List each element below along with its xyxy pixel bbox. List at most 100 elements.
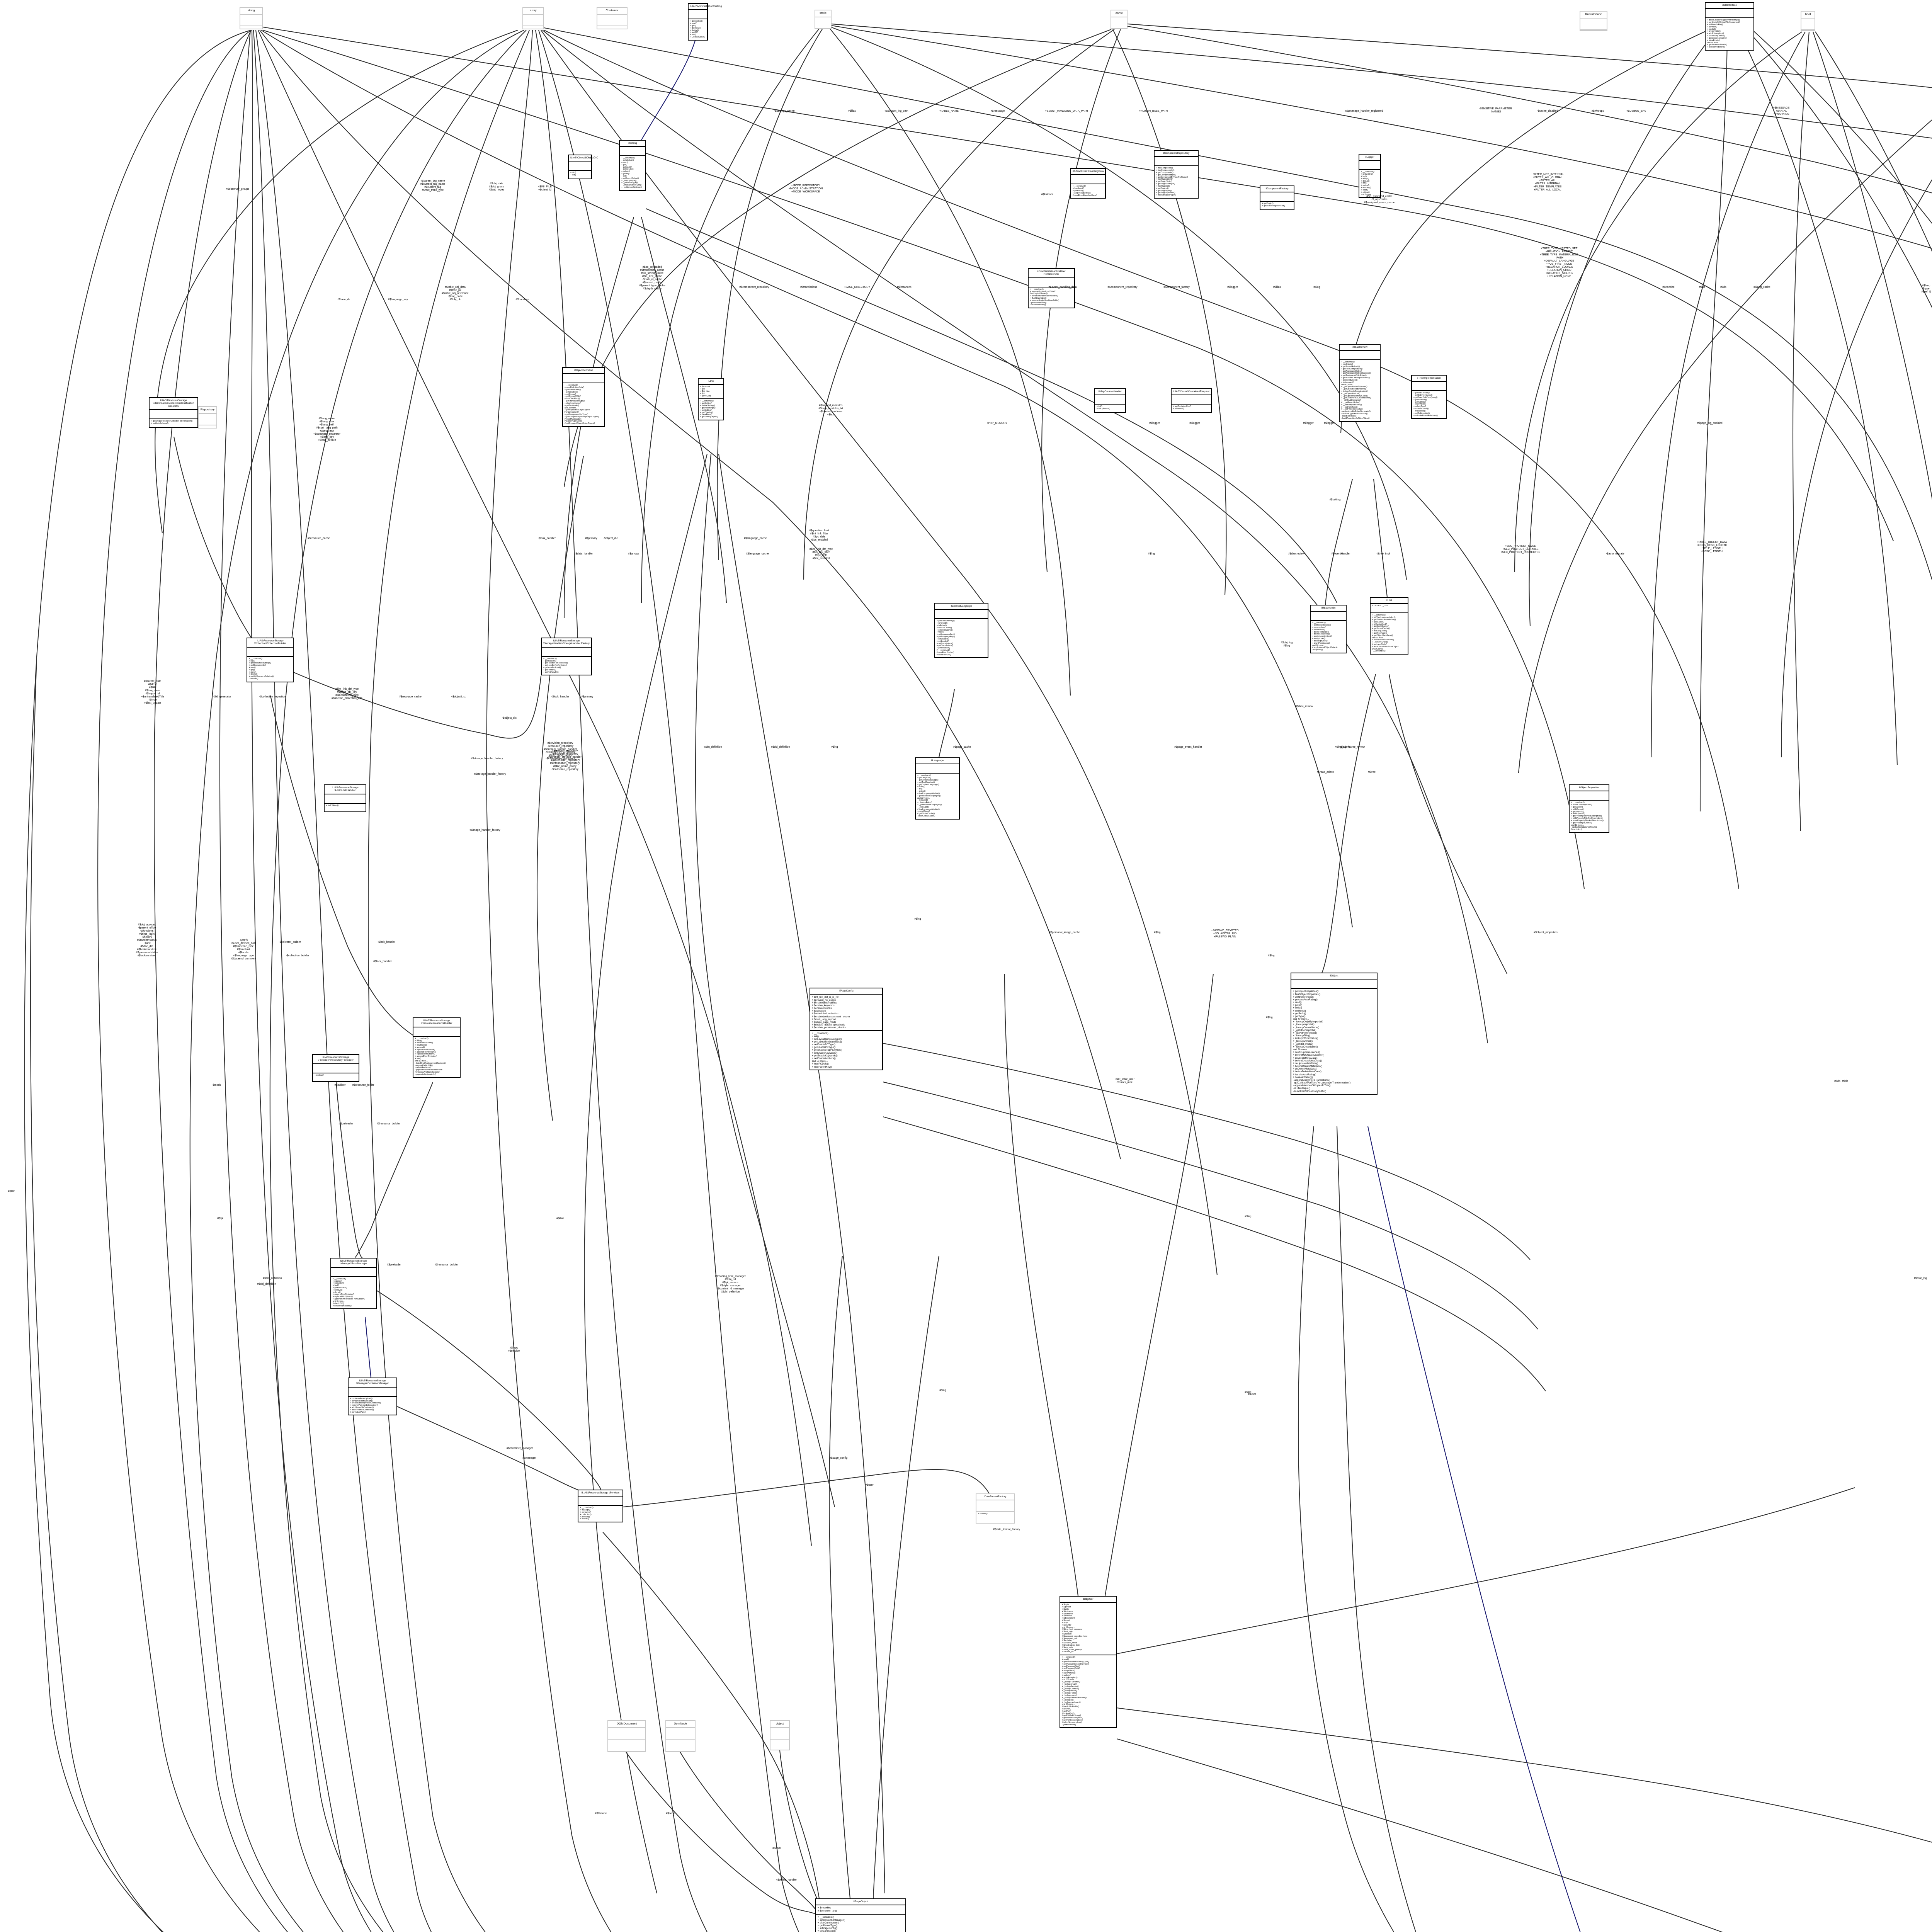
class-operation: + _lookupOwner() bbox=[1293, 1040, 1313, 1043]
edge-label: #$component_repository bbox=[739, 286, 769, 289]
class-operation: + getGroupedRepositoryObject Types() bbox=[565, 415, 600, 418]
class-title: ILIAS\ResourceStorage \Manager\BaseManag… bbox=[331, 1259, 376, 1268]
class-node-array[interactable]: array bbox=[522, 7, 544, 29]
class-node-ILIASCacheContainerRequest[interactable]: ILIAS\Cache\Container\Request+ getContai… bbox=[1171, 388, 1212, 413]
class-node-ilPageConfig[interactable]: ilPageConfig# $int_link_def_id_is_ref# $… bbox=[810, 988, 883, 1070]
class-node-const[interactable]: const bbox=[1111, 10, 1128, 29]
class-node-ILIAS[interactable]: ILIAS+ $account+ $ini+ $ini_ilias+ $db+ … bbox=[698, 378, 724, 420]
class-attribute: + $firstname bbox=[1062, 1610, 1073, 1613]
class-operation: + getLayoutTemplateType() bbox=[812, 1040, 842, 1043]
edge-label: #$needed bbox=[1662, 286, 1675, 289]
class-node-ilTreeImplementation[interactable]: ilTreeImplementation+ getSubTreeIds()+ g… bbox=[1411, 375, 1447, 419]
class-attributes bbox=[1412, 382, 1446, 391]
class-node-RunInterface[interactable]: RunInterface bbox=[1580, 11, 1607, 31]
class-title: ilMapCourseHandler bbox=[1095, 389, 1125, 396]
class-node-ilCronDeleteInactiveUserReminderMail[interactable]: ilCronDeleteInactiveUser ReminderMail+ _… bbox=[1028, 268, 1075, 309]
class-node-string[interactable]: string bbox=[240, 7, 263, 29]
class-title: ilCronDeleteInactiveUser ReminderMail bbox=[1029, 269, 1074, 278]
class-node-ilPageObject[interactable]: ilPageObject+ $encoding# $concrete_lang+… bbox=[815, 1898, 906, 1932]
class-node-ilLogger[interactable]: ilLogger+ __construct()+ isHandling()+ l… bbox=[1359, 154, 1381, 198]
class-node-ilRbacAdmin[interactable]: ilRbacAdmin+ __construct()+ setBlockedSt… bbox=[1310, 605, 1347, 653]
class-node-DOMDocument[interactable]: DOMDocument bbox=[607, 1720, 646, 1752]
class-node-ilComponentRepository[interactable]: ilComponentRepository+ hasComponent()+ h… bbox=[1154, 150, 1199, 199]
class-operation: + getComponentByTypeAndName() bbox=[1156, 176, 1188, 179]
class-node-ilObjectDefinition[interactable]: ilObjectDefinition+ __construct()+ readD… bbox=[562, 367, 605, 427]
class-operation: + storeCoreProperties() bbox=[1571, 804, 1592, 806]
class-operation: # loadLanguageModule() bbox=[917, 808, 940, 811]
class-node-ilComponentFactory[interactable]: ilComponentFactory+ getPlugin()+ getActi… bbox=[1260, 185, 1294, 211]
edge-label: #$instances bbox=[897, 286, 912, 289]
class-attribute: # $last_login bbox=[1062, 1631, 1073, 1633]
edge-label: #$tpl bbox=[217, 1217, 223, 1220]
class-node-ILIASAdministrationSetting[interactable]: ILIAS\Administration\Setting+ getModule(… bbox=[688, 3, 722, 41]
class-node-ilCachedLanguage[interactable]: ilCachedLanguage+ getContainerKey()+ isF… bbox=[934, 603, 988, 658]
class-node-ILIASResourceStorageIdentificationCollectionIdentificationGenerator[interactable]: ILIAS\ResourceStorage \Identification\Co… bbox=[149, 397, 198, 428]
class-operation: + assignedUsers() bbox=[1341, 379, 1358, 381]
class-operation: + log() bbox=[1361, 175, 1367, 178]
class-node-ILIASObjectilObjectDIC[interactable]: ILIAS\Object\ilObjectDIC+ dic()+ init() bbox=[568, 155, 598, 180]
class-node-ILIASResourceStorageResourceResourceBuilder[interactable]: ILIAS\ResourceStorage \Resource\Resource… bbox=[413, 1017, 461, 1078]
class-operation: + _isRBACOperation() bbox=[1341, 399, 1361, 402]
class-node-ILIASResourceStoragePreloaderRepositoryPreloader[interactable]: ILIAS\ResourceStorage \Preloader\Reposit… bbox=[312, 1054, 359, 1082]
class-operation: # loadPCDefs() bbox=[812, 1063, 829, 1066]
class-node-ilObject[interactable]: ilObject+ getObjectProperties()+ flushOb… bbox=[1291, 973, 1378, 1095]
edge-label: -$look_handler bbox=[537, 537, 556, 540]
class-operation: + init() bbox=[812, 1035, 819, 1038]
class-operations bbox=[770, 1740, 789, 1750]
class-attributes bbox=[523, 15, 543, 26]
class-node-ILIASResourceStorageStorageHandlerStorageHandlerFactory[interactable]: ILIAS\ResourceStorage \StorageHandler\St… bbox=[541, 638, 592, 676]
class-operations: + getContainerKey()+ isForced()+ isActiv… bbox=[935, 619, 988, 657]
class-attributes bbox=[313, 1064, 359, 1073]
class-node-object[interactable]: object bbox=[770, 1720, 790, 1750]
class-operation: - updateMetadataForTitleAnd Description(… bbox=[1571, 826, 1597, 831]
class-node-ilMapCourseHandler[interactable]: ilMapCourseHandler + init()+ initLpAware(… bbox=[1094, 388, 1126, 413]
class-node-ilTree[interactable]: ilTree# DEFAULT_GAP+ __construct()+ init… bbox=[1370, 597, 1408, 655]
class-node-ilObjectProperties[interactable]: ilObjectProperties+ __construct()+ store… bbox=[1569, 784, 1609, 833]
edge-label: #$is_assigned_cache -$_opsCache #$assign… bbox=[1364, 195, 1395, 204]
class-node-DomNode[interactable]: DomNode bbox=[665, 1720, 696, 1752]
class-node-ilDBInterface[interactable]: ilDBInterface+ doesCollationSupportMB4St… bbox=[1705, 2, 1754, 51]
class-node-Container[interactable]: Container bbox=[597, 7, 628, 29]
class-node-ilRbacReview[interactable]: ilRbacReview+ __construct()+ roleExists(… bbox=[1339, 344, 1381, 422]
class-title: RunInterface bbox=[1580, 12, 1607, 19]
edge-label: #$page_config bbox=[830, 1457, 847, 1459]
class-node-ilSetting[interactable]: ilSetting+ __construct()+ getModule()+ r… bbox=[619, 140, 646, 191]
class-operation: - appendCopyInfoToTranslations() bbox=[1293, 1078, 1330, 1082]
class-attributes bbox=[325, 794, 366, 804]
class-operation: + getTreeImplementation() bbox=[1372, 619, 1396, 621]
class-operation: + _getOperationIdsByName() bbox=[1341, 386, 1367, 388]
class-operation: + append() bbox=[415, 1046, 425, 1049]
class-operations: + __construct()+ initTreeImplementation(… bbox=[1371, 613, 1408, 654]
class-attribute: # $second_email bbox=[1062, 1642, 1077, 1645]
edge-label: #$translations bbox=[800, 286, 817, 289]
edge-label: #$event_handling_data bbox=[1048, 286, 1077, 289]
class-node-DateFormatFactory[interactable]: DateFormatFactory+ custom() bbox=[976, 1493, 1015, 1524]
class-node-ILIASResourceStorageServices[interactable]: ILIAS\ResourceStorage \Services+ __const… bbox=[578, 1490, 623, 1523]
class-title: ILIAS\ResourceStorage \Resource\Resource… bbox=[413, 1018, 460, 1027]
class-operation: + _getLongerSettings() bbox=[621, 186, 642, 189]
class-operation: + preload() bbox=[315, 1074, 325, 1077]
class-operation: + afterConstructor() bbox=[818, 1921, 839, 1924]
class-operation: # normalizePath() bbox=[350, 1411, 366, 1413]
class-operation: - getAvatarRid() bbox=[1062, 1723, 1076, 1726]
class-node-ILIASResourceStorageLockLockHandler[interactable]: ILIAS\ResourceStorage \Lock\LockHandler+… bbox=[324, 784, 366, 812]
class-operations bbox=[1801, 30, 1815, 41]
class-operation: + getComponentForType() bbox=[565, 413, 588, 416]
class-node-static[interactable]: static bbox=[815, 10, 832, 29]
class-operation: + _getCustomRBACOperationId() bbox=[1341, 397, 1371, 400]
edge-label: #$lock_handler bbox=[373, 960, 392, 963]
class-node-ILIASResourceStorageCollectionCollectionBuilder[interactable]: ILIAS\ResourceStorage \Collection\Collec… bbox=[247, 638, 294, 682]
class-operations: + init()+ initLpAware() bbox=[1095, 405, 1125, 412]
class-title: ilPageObject bbox=[816, 1899, 905, 1906]
class-operation: + _removeEntry() bbox=[1372, 641, 1388, 644]
class-node-ILIASResourceStorageManagerContainerManager[interactable]: ILIAS\ResourceStorage \Manager\Container… bbox=[348, 1378, 397, 1416]
class-node-ILIASResourceStorageManagerBaseManager[interactable]: ILIAS\ResourceStorage \Manager\BaseManag… bbox=[330, 1258, 377, 1310]
edge-label: #$node bbox=[666, 1812, 675, 1815]
class-node-ilLanguage[interactable]: ilLanguage+ __construct()+ getLangKey()+… bbox=[915, 757, 960, 820]
class-operation: # beforeCreateMetaData() bbox=[1293, 1059, 1322, 1062]
class-node-bool[interactable]: bool bbox=[1801, 11, 1815, 31]
class-node-Repository[interactable]: Repository bbox=[198, 406, 217, 429]
class-operation: + replaceWithUpload() bbox=[333, 1296, 353, 1298]
class-node-ilObjUser[interactable]: ilObjUser+ $login+ $gender+ $utitle+ $fi… bbox=[1060, 1596, 1117, 1728]
class-node-ilArtifactEventHandlingData[interactable]: ilArtifactEventHandlingData+ __construct… bbox=[1070, 168, 1106, 199]
